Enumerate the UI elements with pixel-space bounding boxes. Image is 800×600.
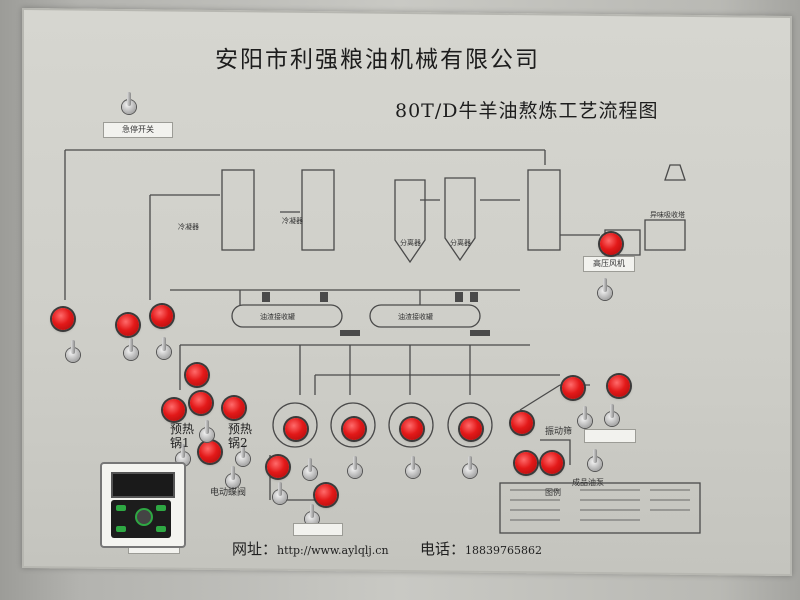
inverter-key[interactable] [156, 526, 166, 532]
vibrator-label: 振动筛 [545, 427, 573, 437]
indicator-lamp [199, 441, 221, 463]
indicator-lamp [343, 418, 365, 440]
indicator-lamp [163, 399, 185, 421]
indicator-lamp [315, 484, 337, 506]
emergency-toggle-switch[interactable] [122, 92, 136, 118]
condenser-1-label: 冷凝器 [178, 223, 199, 231]
indicator-lamp [285, 418, 307, 440]
fan-toggle-switch[interactable] [598, 278, 612, 304]
inverter-display [111, 472, 175, 498]
phone-line: 电话：18839765862 [420, 540, 542, 558]
condenser-2-label: 冷凝器 [282, 217, 303, 225]
tank-left-label: 油渣接收罐 [260, 313, 295, 321]
indicator-lamp [515, 452, 537, 474]
indicator-lamp [151, 305, 173, 327]
indicator-lamp [401, 418, 423, 440]
toggle-switch[interactable] [605, 404, 619, 430]
toggle-switch[interactable] [348, 456, 362, 482]
toggle-switch[interactable] [200, 420, 214, 446]
company-name: 安阳市利强粮油机械有限公司 [215, 47, 540, 73]
toggle-switch[interactable] [157, 337, 171, 363]
toggle-switch[interactable] [463, 456, 477, 482]
inverter-key[interactable] [156, 505, 166, 511]
preheat-pot-2-label: 预热 锅2 [228, 422, 253, 450]
tower-label: 异味吸收塔 [650, 211, 685, 219]
toggle-switch[interactable] [578, 406, 592, 432]
blank-label-plate [584, 429, 636, 443]
indicator-lamp [186, 364, 208, 386]
toggle-switch[interactable] [588, 449, 602, 475]
frequency-inverter[interactable] [100, 462, 186, 548]
legend-title: 图例 [545, 488, 561, 497]
fan-label: 高压风机 [583, 256, 635, 272]
indicator-lamp [223, 397, 245, 419]
toggle-switch[interactable] [406, 456, 420, 482]
process-title: 80T/D牛羊油熬炼工艺流程图 [395, 100, 659, 122]
emergency-switch-label: 急停开关 [103, 122, 173, 138]
phone-number: 18839765862 [465, 544, 542, 557]
separator-1-label: 分离器 [400, 239, 421, 247]
toggle-switch[interactable] [124, 338, 138, 364]
tank-right-label: 油渣接收罐 [398, 313, 433, 321]
toggle-switch[interactable] [226, 466, 240, 492]
indicator-lamp [190, 392, 212, 414]
preheat-pot-1-label: 预热 锅1 [170, 422, 195, 450]
toggle-switch[interactable] [305, 504, 319, 530]
toggle-switch[interactable] [273, 482, 287, 508]
inverter-dial[interactable] [135, 508, 153, 526]
indicator-lamp [267, 456, 289, 478]
indicator-lamp [541, 452, 563, 474]
indicator-lamp [117, 314, 139, 336]
product-pump-label: 成品油泵 [572, 478, 604, 487]
indicator-lamp [460, 418, 482, 440]
website-url: http://www.aylqlj.cn [277, 544, 389, 557]
fan-indicator-lamp [600, 233, 622, 255]
website-line: 网址：http://www.aylqlj.cn [232, 540, 389, 558]
inverter-key[interactable] [116, 505, 126, 511]
inverter-keypad [111, 500, 171, 538]
toggle-switch[interactable] [66, 340, 80, 366]
separator-2-label: 分离器 [450, 239, 471, 247]
indicator-lamp [52, 308, 74, 330]
inverter-key[interactable] [116, 526, 126, 532]
indicator-lamp [608, 375, 630, 397]
toggle-switch[interactable] [303, 458, 317, 484]
toggle-switch[interactable] [236, 444, 250, 470]
motor-valve-label: 电动蝶阀 [210, 488, 247, 498]
indicator-lamp [511, 412, 533, 434]
indicator-lamp [562, 377, 584, 399]
blank-label-plate [293, 523, 343, 536]
